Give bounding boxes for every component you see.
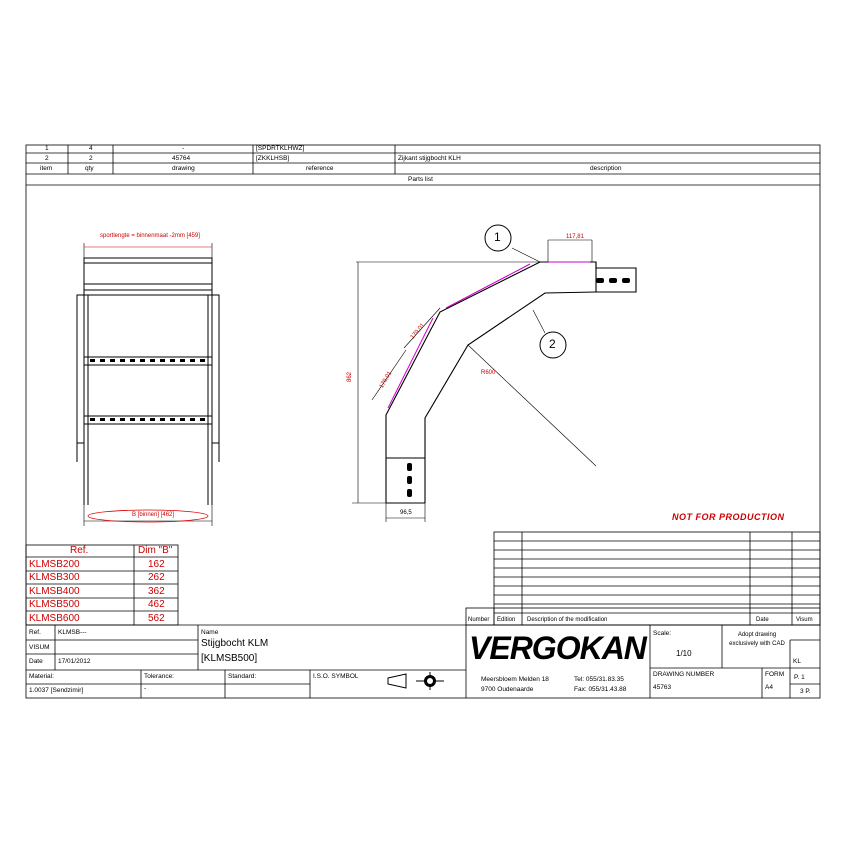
ref-table-header-dim: Dim "B" (138, 545, 173, 556)
revision-col-date: Date (756, 617, 769, 623)
tolerance-value: - (144, 685, 147, 692)
scale-value: 1/10 (676, 649, 692, 658)
dim-top-label: sportlengte = binnenmaat -2mm [459] (100, 233, 200, 239)
ref-table-row-ref: KLMSB300 (29, 572, 80, 583)
material-label: Material: (29, 673, 54, 680)
dim-bottom-width-label: 96,5 (400, 510, 412, 516)
page-label: P. 1 (794, 674, 805, 681)
vergokan-logo: VERGOKAN (469, 630, 647, 666)
revision-col-visum: Visum (796, 617, 813, 623)
pages: 3 P. (800, 688, 811, 695)
ref-table-row-dim: 162 (148, 559, 165, 570)
dim-height-label: 862 (347, 371, 353, 382)
date-label: Date (29, 658, 43, 665)
fax: Fax: 055/31.43.88 (574, 686, 627, 693)
revision-col-edition: Edition (497, 617, 516, 623)
parts-header-item: item (40, 165, 53, 172)
slots (407, 278, 630, 497)
radius-label: R600 (481, 370, 496, 376)
ref-table-row-dim: 262 (148, 572, 165, 583)
revision-col-description: Description of the modification (527, 617, 608, 623)
parts-header-reference: reference (306, 165, 334, 172)
parts-row2-qty: 2 (89, 155, 93, 162)
ref-label: Ref. (29, 629, 41, 636)
form-value: A4 (765, 684, 773, 691)
ref-table-row-ref: KLMSB200 (29, 559, 80, 570)
ref-table-row-ref: KLMSB600 (29, 613, 80, 624)
adopt-note: Adopt drawing exclusively with CAD (729, 632, 785, 647)
ref-table-header-ref: Ref. (70, 545, 89, 556)
parts-row2-reference: [ZKKLHSB] (256, 155, 290, 162)
parts-list-title: Parts list (408, 176, 433, 183)
side-view (385, 261, 637, 504)
callout-1-label: 1 (494, 230, 501, 244)
callout-2-label: 2 (549, 337, 556, 351)
visum-label: VISUM (29, 644, 50, 651)
standard-label: Standard: (228, 673, 257, 680)
front-view (76, 243, 220, 526)
ref-table-row-ref: KLMSB500 (29, 599, 80, 610)
parts-header-drawing: drawing (172, 165, 195, 172)
scale-label: Scale: (653, 630, 672, 637)
parts-row1-reference: [SPDRTKLHWZ] (256, 145, 305, 152)
kl: KL (793, 658, 801, 665)
address-line1: Meersbloem Melden 18 (481, 676, 549, 683)
ref-table-row-dim: 562 (148, 613, 165, 624)
parts-row2-drawing: 45764 (172, 155, 191, 162)
parts-header-description: description (590, 165, 622, 172)
parts-header-qty: qty (85, 165, 94, 172)
not-for-production-stamp: NOT FOR PRODUCTION (672, 512, 785, 522)
date-value: 17/01/2012 (58, 658, 91, 665)
material-value: 1.0037 [Sendzimir] (29, 687, 84, 694)
ref-table-row-dim: 362 (148, 586, 165, 597)
parts-row1-qty: 4 (89, 145, 93, 152)
parts-row1-item: 1 (45, 145, 49, 152)
ref-table-row-ref: KLMSB400 (29, 586, 80, 597)
address-line2: 9700 Oudenaarde (481, 686, 534, 693)
drawing-number-label: DRAWING NUMBER (653, 671, 715, 678)
parts-row2-item: 2 (45, 155, 49, 162)
ref-table-row-dim: 462 (148, 599, 165, 610)
callout-circles (484, 224, 567, 359)
ref-value: KLMSB--- (58, 629, 87, 636)
form-label: FORM (765, 671, 785, 678)
revision-col-number: Number (468, 617, 490, 623)
name-line2: [KLMSB500] (201, 653, 258, 664)
dim-bottom-label: B [binnen] [462] (132, 512, 175, 518)
parts-row1-drawing: - (182, 145, 185, 152)
iso-label: I.S.O. SYMBOL (313, 673, 359, 680)
tel: Tel: 055/31.83.35 (574, 676, 624, 683)
tolerance-label: Tolerance: (144, 673, 174, 680)
parts-row2-description: Zijkant stijgbocht KLH (398, 155, 461, 162)
dim-top-right-label: 117,81 (566, 234, 584, 240)
name-line1: Stijgbocht KLM (201, 638, 269, 649)
name-label: Name (201, 629, 219, 636)
drawing-number-value: 45763 (653, 684, 672, 691)
